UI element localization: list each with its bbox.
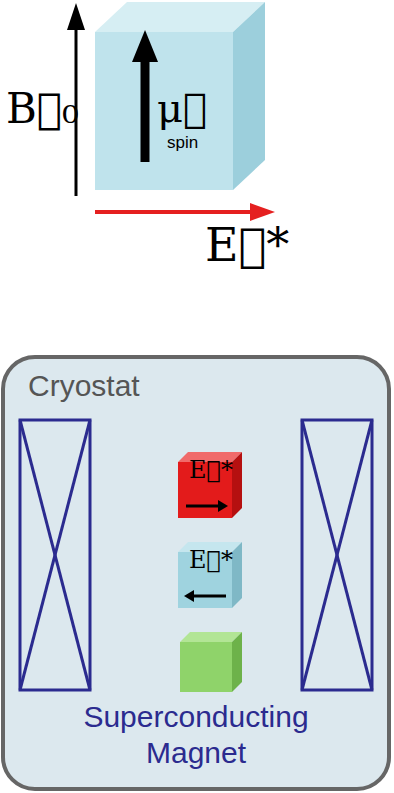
cube-front xyxy=(180,642,232,692)
cube-top xyxy=(180,632,242,642)
magnet-label: Superconducting Magnet xyxy=(46,699,346,771)
spin-arrow-head xyxy=(132,30,158,62)
field-label: B⃗₀ xyxy=(6,86,79,132)
cube-side xyxy=(232,632,242,692)
efield-label: E⃗* xyxy=(189,547,233,573)
spin-label: spin xyxy=(167,134,198,153)
efield-arrow-head xyxy=(250,203,275,221)
field-arrow-head xyxy=(67,3,85,30)
cube-side xyxy=(233,2,265,190)
efield-arrow-head xyxy=(218,500,228,512)
cryostat-label: Cryostat xyxy=(28,369,140,402)
efield-arrow xyxy=(192,595,226,598)
spin-arrow xyxy=(141,58,150,162)
efield-label: E⃗* xyxy=(189,457,233,483)
efield-arrow xyxy=(95,210,254,214)
spin-cube: μ⃗ spin xyxy=(95,2,265,192)
efield-arrow-head xyxy=(184,590,194,602)
cube-side xyxy=(232,452,242,518)
cryostat-panel xyxy=(3,357,389,789)
efield-arrow xyxy=(186,505,220,508)
cube-side xyxy=(232,542,242,608)
cube-front xyxy=(95,32,233,190)
sample-cube: E⃗* xyxy=(178,542,245,608)
efield-label: E⃗* xyxy=(205,220,289,271)
sample-cube: E⃗* xyxy=(178,452,245,518)
cryostat: CryostatSuperconducting Magnet E⃗* E⃗* xyxy=(3,357,389,789)
spin-symbol: μ⃗ xyxy=(157,86,207,130)
